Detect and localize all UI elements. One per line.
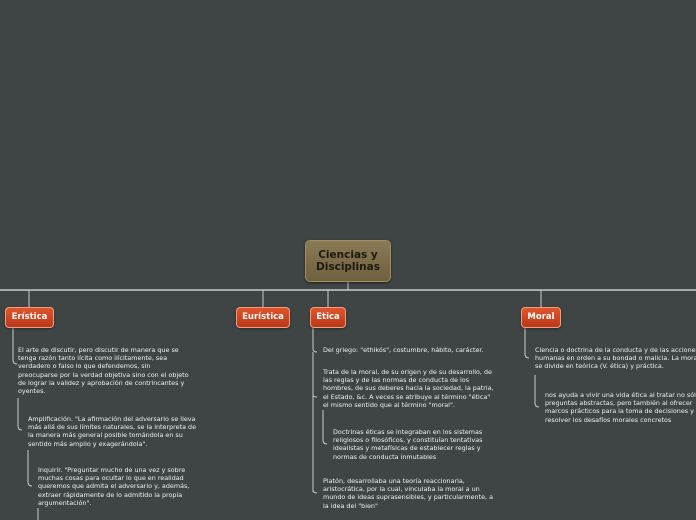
eristica-amplificacion[interactable]: Amplificación. "La afirmación del advers… <box>28 415 197 448</box>
central-topic[interactable]: Ciencias y Disciplinas <box>305 240 391 282</box>
etica-definicion[interactable]: Trata de la moral, de su origen y de su … <box>323 368 494 409</box>
topic-moral[interactable]: Moral <box>521 307 561 328</box>
topic-eristica[interactable]: Erística <box>5 307 54 328</box>
moral-practica[interactable]: nos ayuda a vivir una vida ética al trat… <box>545 391 696 424</box>
eristica-inquirir[interactable]: Inquirir. "Preguntar mucho de una vez y … <box>38 466 190 507</box>
moral-definicion[interactable]: Ciencia o doctrina de la conducta y de l… <box>535 346 696 371</box>
topic-euristica[interactable]: Eurística <box>236 307 290 328</box>
topic-etica[interactable]: Etica <box>310 307 346 328</box>
etica-etimologia[interactable]: Del griego: "ethikós", costumbre, hábito… <box>323 346 484 354</box>
eristica-definition[interactable]: El arte de discutir, pero discutir de ma… <box>18 346 189 396</box>
etica-doctrinas[interactable]: Doctrinas éticas se integraban en los si… <box>333 428 483 461</box>
etica-platon[interactable]: Platón, desarrollaba una teoría reaccion… <box>323 477 494 510</box>
